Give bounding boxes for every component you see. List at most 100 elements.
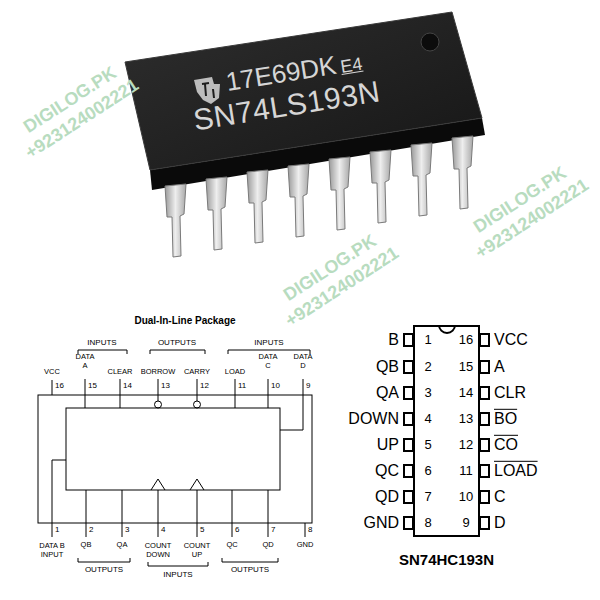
lot-code: E4 <box>339 54 364 77</box>
pin-name: LOAD <box>494 462 538 480</box>
pin-number: 1 <box>55 525 59 534</box>
pin-name: QB <box>81 541 92 550</box>
pin-number: 14 <box>459 386 473 401</box>
pin-number: 14 <box>123 381 132 390</box>
pin-name: GND <box>363 514 399 532</box>
pin-stub <box>480 387 489 399</box>
pin-name: QD <box>375 488 399 506</box>
pin-name: CLR <box>494 384 526 402</box>
pin-number: 2 <box>424 360 431 375</box>
chip-dimple <box>421 33 439 51</box>
pin-number: 9 <box>306 381 310 390</box>
pin-stub <box>404 413 413 425</box>
dip-logic-diagram <box>38 350 312 566</box>
chip-pin <box>288 164 309 237</box>
pin-number: 7 <box>424 490 431 505</box>
pin-stub <box>404 334 413 346</box>
pin-number: 13 <box>459 412 473 427</box>
pin-stub <box>404 517 413 529</box>
pin-wire <box>52 460 66 537</box>
ic-body: SN74HC193N <box>413 325 480 537</box>
pin-name: CARRY <box>184 368 210 377</box>
inversion-bubble <box>155 401 162 408</box>
pin-name: C <box>494 488 506 506</box>
pin-stub <box>480 517 489 529</box>
pin-number: 4 <box>161 525 165 534</box>
chip-pin <box>165 184 186 257</box>
pin-name: LOAD <box>225 368 245 377</box>
diagram-title: Dual-In-Line Package <box>134 315 235 327</box>
pin-name: DOWN <box>348 410 399 428</box>
ti-logo-mark <box>202 83 214 98</box>
pin-number: 5 <box>424 438 431 453</box>
pin-wire <box>305 523 306 537</box>
group-label: OUTPUTS <box>231 565 269 574</box>
counter-block <box>66 408 280 490</box>
pin-name: VCC <box>494 331 528 349</box>
pin-number: 16 <box>55 381 64 390</box>
pin-name: DATA D <box>291 353 315 370</box>
pin-name: QB <box>376 358 399 376</box>
pin-number: 12 <box>200 381 209 390</box>
pin-stub <box>404 361 413 373</box>
pin-name: GND <box>297 541 314 550</box>
pin-name: BO <box>494 410 517 428</box>
pin-name: CLEAR <box>107 368 132 377</box>
pin-name: DATA A <box>73 353 97 370</box>
pin-name: VCC <box>44 368 60 377</box>
pin-stub <box>404 439 413 451</box>
chip-pin <box>370 150 391 223</box>
pin-wire <box>86 490 268 537</box>
pin-number: 16 <box>459 333 473 348</box>
pin-number: 8 <box>308 525 312 534</box>
pin-number: 4 <box>424 412 431 427</box>
chip-pin <box>247 170 268 243</box>
pin-wire <box>52 380 53 395</box>
pin-number: 8 <box>424 516 431 531</box>
group-label: OUTPUTS <box>85 565 123 574</box>
pin-stub <box>480 491 489 503</box>
pin-stub <box>404 387 413 399</box>
chip-pins <box>165 136 473 257</box>
pin-name: QC <box>226 541 237 550</box>
pin-name: QA <box>117 541 128 550</box>
clock-triangle <box>151 479 204 490</box>
pinout-diagram <box>404 325 489 529</box>
pin-number: 11 <box>459 464 473 479</box>
group-label: INPUTS <box>87 338 116 347</box>
chip-pin <box>411 143 432 216</box>
pin-name: CO <box>494 436 518 454</box>
pin-name: COUNT DOWN <box>141 542 175 559</box>
pin-wire <box>280 379 303 430</box>
pin-number: 10 <box>271 381 280 390</box>
pin-name: DATA B INPUT <box>32 542 72 559</box>
pin-stub <box>480 413 489 425</box>
pin-number: 13 <box>161 381 170 390</box>
pin-name: D <box>494 514 506 532</box>
pin-name: QA <box>376 384 399 402</box>
chip-pin <box>452 136 473 209</box>
chip-photo <box>125 12 485 257</box>
pin-stub <box>480 465 489 477</box>
pin-number: 7 <box>271 525 275 534</box>
pin-wire <box>158 379 197 401</box>
inversion-bubble <box>194 401 201 408</box>
pin-stub <box>480 439 489 451</box>
chip-pin <box>206 177 227 250</box>
group-label: INPUTS <box>163 570 192 579</box>
group-bracket <box>78 558 278 566</box>
pin-number: 12 <box>459 438 473 453</box>
pin-wire <box>85 379 268 408</box>
pin-number: 1 <box>424 333 431 348</box>
pin-stub <box>480 361 489 373</box>
pin-stub <box>480 334 489 346</box>
pin-number: 15 <box>459 360 473 375</box>
pin-name: QC <box>375 462 399 480</box>
group-label: OUTPUTS <box>158 338 196 347</box>
pin-stub <box>404 491 413 503</box>
pin-name: BORROW <box>141 368 176 377</box>
pin-number: 2 <box>89 525 93 534</box>
pin-number: 6 <box>424 464 431 479</box>
pin-name: COUNT UP <box>180 542 214 559</box>
